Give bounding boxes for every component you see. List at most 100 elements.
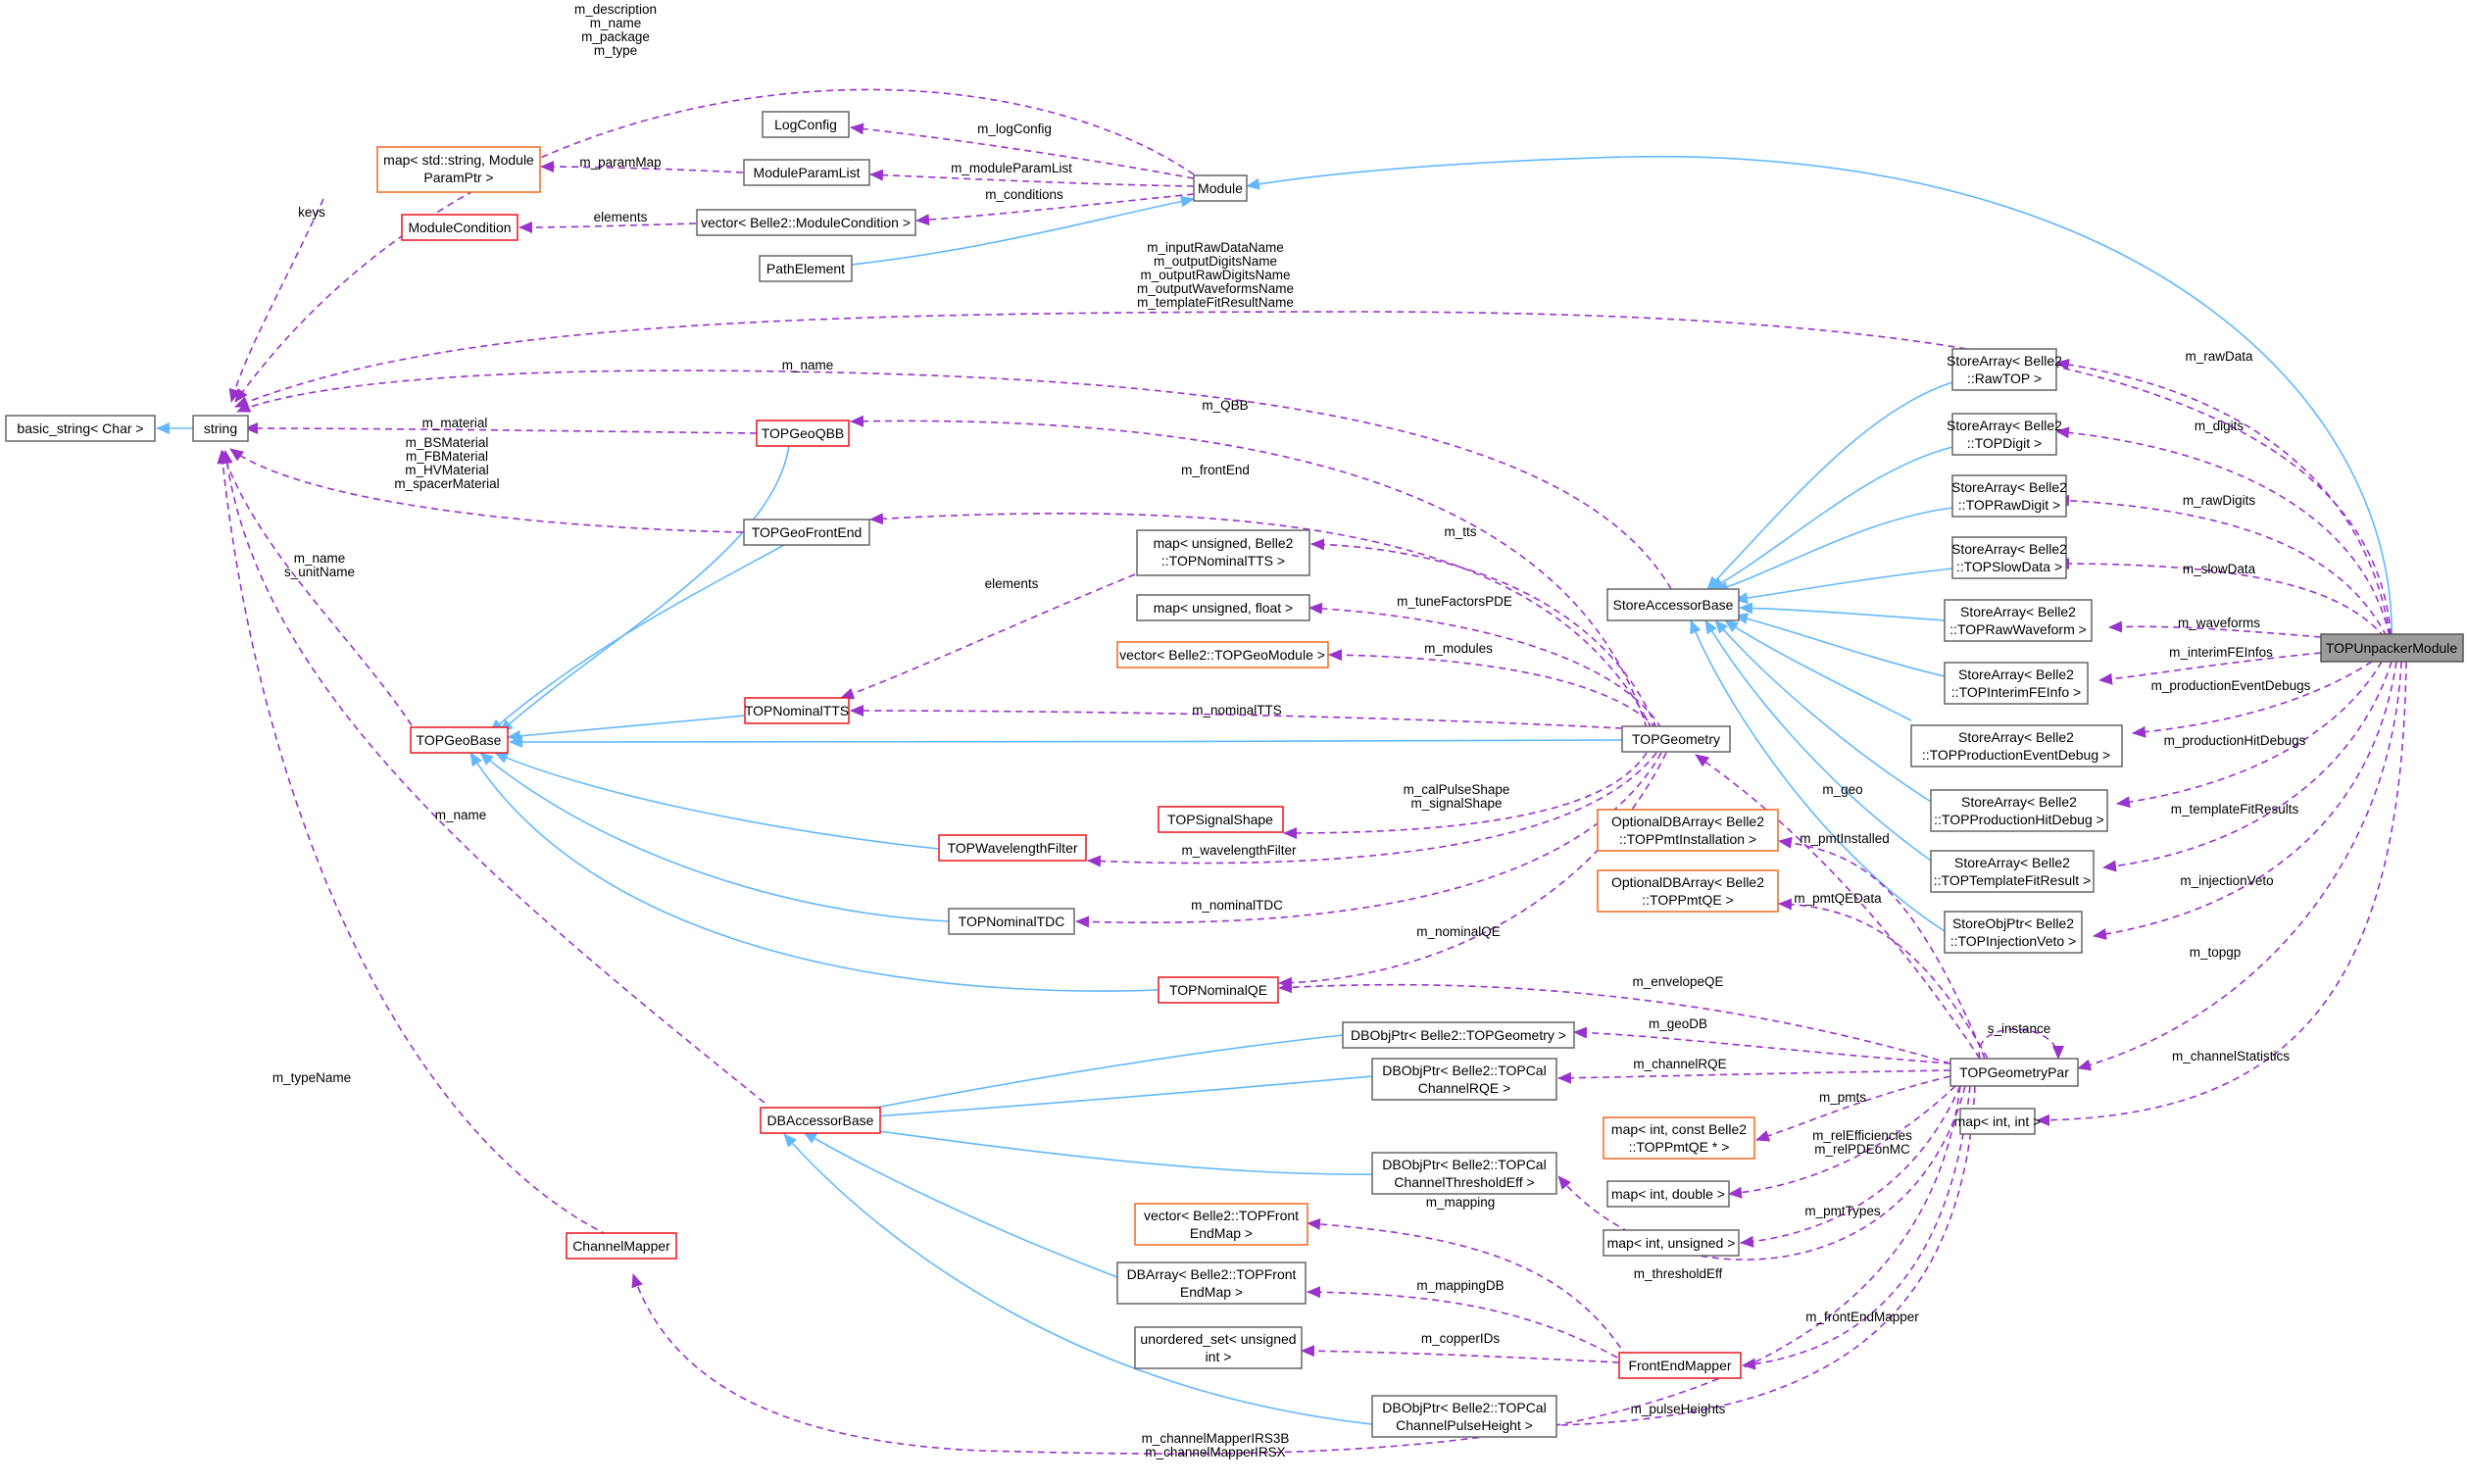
- node-optional-db-array-pmt-installation[interactable]: OptionalDBArray< Belle2::TOPPmtInstallat…: [1597, 809, 1779, 852]
- svg-text:StoreArray< Belle2: StoreArray< Belle2: [1958, 667, 2074, 682]
- edge-geometry-geobase: [509, 735, 1623, 748]
- node-string[interactable]: string: [192, 415, 249, 442]
- node-store-array-production-hit-debug[interactable]: StoreArray< Belle2::TOPProductionHitDebu…: [1930, 789, 2108, 832]
- label-m-modules: m_modules: [1424, 641, 1493, 656]
- node-top-nominal-tts[interactable]: TOPNominalTTS: [744, 697, 850, 724]
- edge-module-modparamlist: [869, 169, 1195, 187]
- label-m-tts: m_tts: [1444, 524, 1476, 539]
- edge-unpacker-prodevent: [2132, 661, 2373, 738]
- edge-geometrypar-threshold: [1557, 1085, 1966, 1261]
- svg-text:TOPGeoFrontEnd: TOPGeoFrontEnd: [752, 524, 863, 540]
- node-store-array-top-interim-fe-info[interactable]: StoreArray< Belle2::TOPInterimFEInfo >: [1944, 662, 2089, 705]
- node-store-array-top-digit[interactable]: StoreArray< Belle2::TOPDigit >: [1947, 413, 2062, 456]
- svg-text:::TOPProductionEventDebug >: ::TOPProductionEventDebug >: [1922, 747, 2110, 763]
- node-store-obj-ptr-injection-veto[interactable]: StoreObjPtr< Belle2::TOPInjectionVeto >: [1944, 911, 2083, 954]
- edge-frontend-geobase: [489, 544, 785, 733]
- label-m-copper-ids: m_copperIDs: [1421, 1331, 1501, 1346]
- label-m-nominal-tts: m_nominalTTS: [1192, 703, 1282, 717]
- edge-unpacker-string: [234, 311, 2393, 648]
- node-store-accessor-base[interactable]: StoreAccessorBase: [1606, 588, 1740, 621]
- svg-text:StoreArray< Belle2: StoreArray< Belle2: [1961, 794, 2077, 810]
- label-elements-cond: elements: [594, 210, 648, 224]
- label-m-raw-digits: m_rawDigits: [2183, 493, 2256, 508]
- node-basic-string[interactable]: basic_string< Char >: [5, 415, 156, 442]
- node-map-int-int[interactable]: map< int, int >: [1954, 1108, 2042, 1135]
- label-m-tune-factors: m_tuneFactorsPDE: [1397, 594, 1512, 609]
- node-module-param-list[interactable]: ModuleParamList: [743, 159, 870, 186]
- node-vector-module-condition[interactable]: vector< Belle2::ModuleCondition >: [696, 209, 916, 236]
- node-store-array-template-fit-result[interactable]: StoreArray< Belle2::TOPTemplateFitResult…: [1930, 850, 2095, 893]
- node-map-int-double[interactable]: map< int, double >: [1606, 1180, 1730, 1208]
- node-optional-db-array-pmt-qe[interactable]: OptionalDBArray< Belle2::TOPPmtQE >: [1597, 869, 1779, 913]
- svg-text:Module: Module: [1198, 180, 1243, 196]
- node-map-int-unsigned[interactable]: map< int, unsigned >: [1603, 1229, 1740, 1257]
- node-front-end-mapper[interactable]: FrontEndMapper: [1618, 1352, 1742, 1379]
- edge-unpacker-rawdigit: [2055, 494, 2393, 648]
- svg-text:StoreArray< Belle2: StoreArray< Belle2: [1958, 729, 2074, 745]
- label-elements-tts: elements: [985, 576, 1039, 591]
- edge-geometrypar-pmtinstalled: [1778, 836, 1986, 1060]
- node-top-geo-base[interactable]: TOPGeoBase: [410, 726, 509, 754]
- node-db-obj-ptr-pulse-height[interactable]: DBObjPtr< Belle2::TOPCalChannelPulseHeig…: [1371, 1395, 1557, 1438]
- svg-text:map< int, const Belle2: map< int, const Belle2: [1611, 1121, 1747, 1137]
- node-top-geometry-par[interactable]: TOPGeometryPar: [1949, 1058, 2079, 1087]
- svg-text:EndMap >: EndMap >: [1180, 1284, 1243, 1300]
- node-store-array-top-slow-data[interactable]: StoreArray< Belle2::TOPSlowData >: [1951, 536, 2067, 579]
- svg-text:DBObjPtr< Belle2::TOPCal: DBObjPtr< Belle2::TOPCal: [1382, 1400, 1546, 1415]
- edge-templatefit-sab: [1704, 619, 1932, 862]
- label-m-production-event-debugs: m_productionEventDebugs: [2151, 678, 2311, 693]
- svg-text:::TOPPmtQE >: ::TOPPmtQE >: [1642, 892, 1734, 908]
- label-m-nominal-tdc: m_nominalTDC: [1191, 898, 1283, 913]
- node-top-signal-shape[interactable]: TOPSignalShape: [1158, 806, 1284, 833]
- node-map-unsigned-tts[interactable]: map< unsigned, Belle2::TOPNominalTTS >: [1136, 529, 1310, 576]
- edge-geometry-qbb: [850, 415, 1648, 729]
- node-vector-geo-module[interactable]: vector< Belle2::TOPGeoModule >: [1116, 641, 1329, 668]
- svg-text:StoreArray< Belle2: StoreArray< Belle2: [1947, 353, 2062, 369]
- node-top-unpacker-module[interactable]: TOPUnpackerModule: [2320, 633, 2464, 663]
- svg-text:TOPGeoQBB: TOPGeoQBB: [762, 425, 845, 441]
- node-store-array-raw-top[interactable]: StoreArray< Belle2::RawTOP >: [1947, 348, 2062, 391]
- svg-text:StoreArray< Belle2: StoreArray< Belle2: [1951, 541, 2067, 557]
- edge-module-vectorcond: [915, 193, 1195, 226]
- node-db-obj-ptr-threshold-eff[interactable]: DBObjPtr< Belle2::TOPCalChannelThreshold…: [1371, 1152, 1557, 1195]
- node-top-nominal-qe[interactable]: TOPNominalQE: [1158, 976, 1279, 1004]
- node-store-array-top-raw-waveform[interactable]: StoreArray< Belle2::TOPRawWaveform >: [1944, 599, 2093, 642]
- node-top-nominal-tdc[interactable]: TOPNominalTDC: [948, 908, 1075, 935]
- svg-text:OptionalDBArray< Belle2: OptionalDBArray< Belle2: [1611, 814, 1764, 829]
- svg-text:map< std::string, Module: map< std::string, Module: [383, 152, 534, 168]
- node-map-int-pmt-qe[interactable]: map< int, const Belle2::TOPPmtQE * >: [1603, 1116, 1755, 1160]
- node-db-obj-ptr-top-geometry[interactable]: DBObjPtr< Belle2::TOPGeometry >: [1342, 1021, 1575, 1049]
- node-map-unsigned-float[interactable]: map< unsigned, float >: [1136, 594, 1310, 621]
- edge-unpacker-rawtop: [2055, 358, 2393, 648]
- node-top-wavelength-filter[interactable]: TOPWavelengthFilter: [938, 834, 1087, 862]
- edge-unpacker-interim: [2098, 652, 2322, 685]
- edge-dbpulse-dbab: [783, 1133, 1373, 1425]
- node-store-array-top-raw-digit[interactable]: StoreArray< Belle2::TOPRawDigit >: [1951, 474, 2067, 518]
- node-module-condition[interactable]: ModuleCondition: [401, 214, 518, 241]
- node-top-geo-front-end[interactable]: TOPGeoFrontEnd: [743, 519, 870, 546]
- label-m-name-db: m_name: [435, 808, 487, 822]
- svg-text:::TOPRawWaveform >: ::TOPRawWaveform >: [1949, 621, 2087, 637]
- node-path-element[interactable]: PathElement: [759, 255, 853, 282]
- edge-unpacker-templatefit: [2102, 661, 2393, 872]
- edge-unpacker-digit: [2055, 426, 2393, 648]
- node-db-accessor-base[interactable]: DBAccessorBase: [760, 1107, 881, 1134]
- edge-dbrqe-dbab: [832, 1075, 1373, 1125]
- svg-text:vector< Belle2::TOPFront: vector< Belle2::TOPFront: [1144, 1208, 1299, 1223]
- edge-geometry-vectormodule: [1328, 649, 1657, 729]
- node-channel-mapper[interactable]: ChannelMapper: [566, 1232, 677, 1260]
- node-store-array-production-event-debug[interactable]: StoreArray< Belle2::TOPProductionEventDe…: [1910, 724, 2123, 767]
- edge-prodhit-sab: [1714, 619, 1932, 803]
- label-m-param-map: m_paramMap: [579, 155, 661, 170]
- node-top-geo-qbb[interactable]: TOPGeoQBB: [756, 420, 850, 447]
- node-module[interactable]: Module: [1193, 174, 1248, 202]
- node-top-geometry[interactable]: TOPGeometry: [1621, 725, 1731, 753]
- node-log-config[interactable]: LogConfig: [762, 111, 850, 138]
- label-m-pmt-types: m_pmtTypes: [1804, 1204, 1881, 1218]
